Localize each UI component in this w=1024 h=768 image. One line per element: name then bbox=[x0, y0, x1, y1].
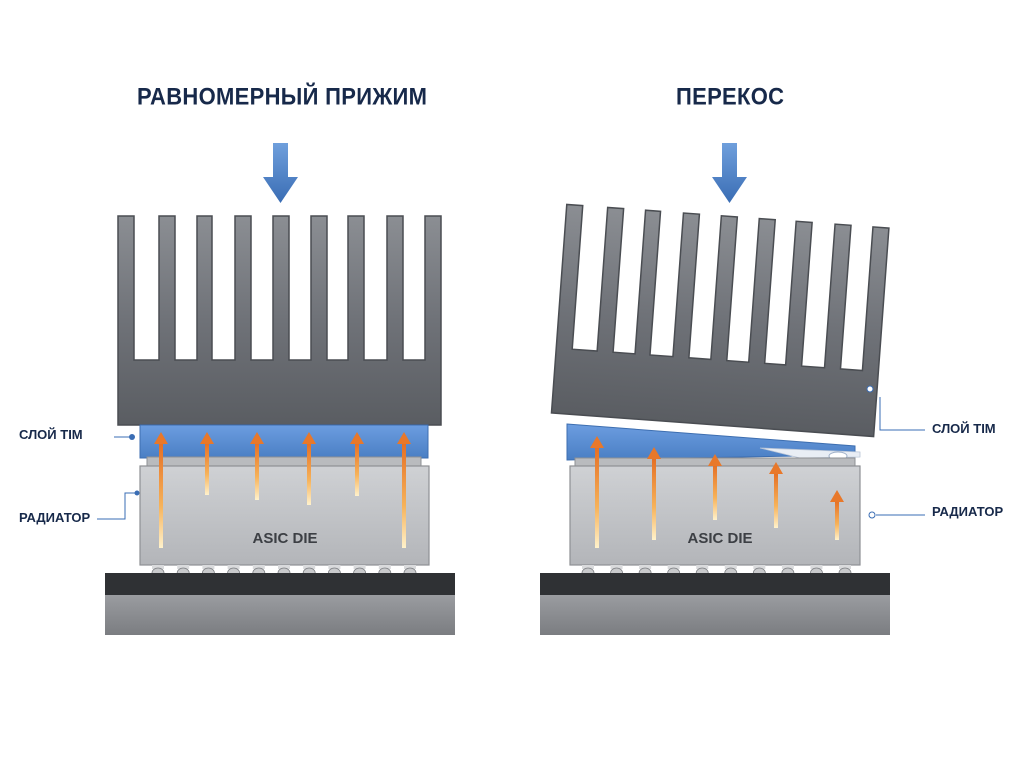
heatsink-body bbox=[550, 203, 890, 438]
heat-flow-arrows bbox=[590, 436, 844, 548]
callout-dot bbox=[868, 511, 876, 519]
heatsink bbox=[117, 215, 442, 426]
callout-line bbox=[879, 397, 925, 431]
up-arrow-icon bbox=[154, 432, 168, 548]
title-uniform-pressure: РАВНОМЕРНЫЙ ПРИЖИМ bbox=[137, 82, 428, 110]
pcb-board bbox=[105, 595, 455, 635]
up-arrow-icon bbox=[397, 432, 411, 548]
up-arrow-icon bbox=[708, 454, 722, 520]
label-heatsink: РАДИАТОР bbox=[932, 504, 1004, 519]
up-arrow-icon bbox=[590, 436, 604, 548]
callout-dot bbox=[134, 490, 140, 496]
label-heatsink: РАДИАТОР bbox=[19, 510, 91, 525]
up-arrow-icon bbox=[769, 462, 783, 528]
title-misalignment: ПЕРЕКОС bbox=[676, 82, 785, 110]
up-arrow-icon bbox=[250, 432, 264, 500]
up-arrow-icon bbox=[350, 432, 364, 496]
down-arrow-icon bbox=[712, 143, 747, 203]
die-label: ASIC DIE bbox=[252, 530, 317, 547]
label-tim-layer: СЛОЙ TIM bbox=[19, 427, 83, 442]
callout-dot bbox=[866, 385, 874, 393]
left-diagram: ASIC DIE bbox=[97, 143, 455, 635]
callout-dot bbox=[129, 434, 135, 440]
right-diagram: ASIC DIE bbox=[540, 143, 925, 635]
label-tim-layer: СЛОЙ TIM bbox=[932, 421, 996, 436]
callout-line bbox=[97, 492, 137, 520]
substrate bbox=[540, 573, 890, 595]
up-arrow-icon bbox=[647, 447, 661, 540]
up-arrow-icon bbox=[200, 432, 214, 495]
down-arrow-icon bbox=[263, 143, 298, 203]
substrate bbox=[105, 573, 455, 595]
die-label: ASIC DIE bbox=[687, 530, 752, 547]
heatsink-body bbox=[117, 215, 442, 426]
tim-layer bbox=[139, 424, 429, 459]
heatsink-tilted bbox=[550, 203, 890, 438]
up-arrow-icon bbox=[830, 490, 844, 540]
up-arrow-icon bbox=[302, 432, 316, 505]
pcb-board bbox=[540, 595, 890, 635]
asic-die bbox=[139, 465, 430, 566]
heat-flow-arrows bbox=[154, 432, 411, 548]
